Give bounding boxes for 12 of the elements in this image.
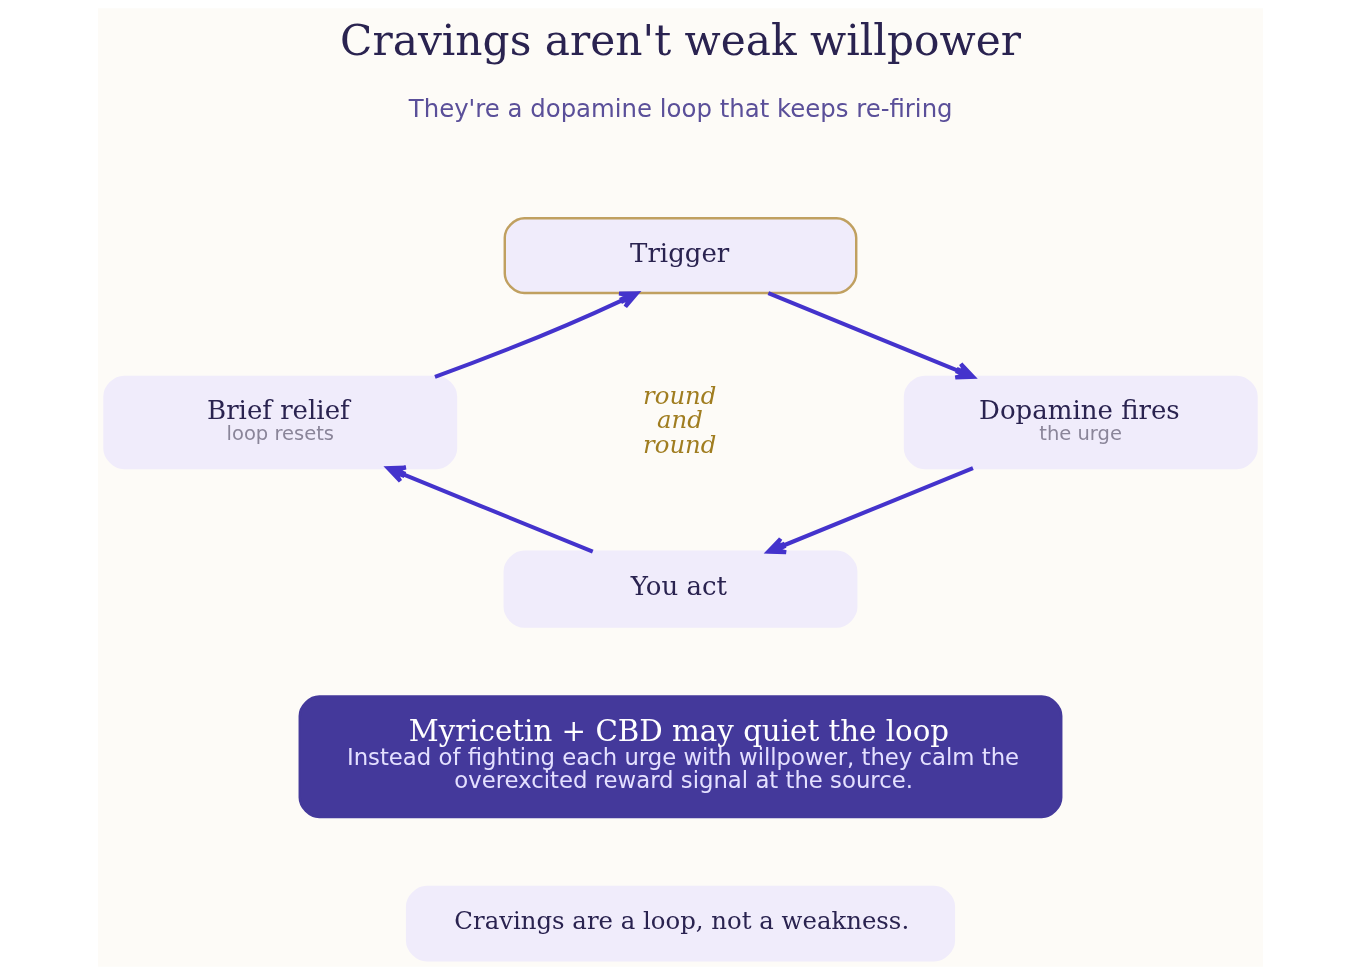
arrow [433, 291, 639, 379]
arrow [385, 465, 593, 554]
arrow [765, 466, 974, 555]
arrow [767, 291, 975, 380]
diagram-title: Cravings aren't weak willpower [339, 16, 1021, 66]
node-box: Trigger [503, 217, 857, 295]
node-box: You act [503, 550, 857, 628]
node-box: Dopamine fires the urge [903, 375, 1258, 470]
node-box: Myricetin + CBD may quiet the loop Instead of fighting each urge with willpower, they calm the overexcited reward signal at the source. [298, 695, 1062, 819]
node-box: Brief relief loop resets [102, 375, 457, 470]
label: They're a dopamine loop that keeps re-firing [408, 94, 953, 124]
label: round and round [642, 380, 716, 459]
